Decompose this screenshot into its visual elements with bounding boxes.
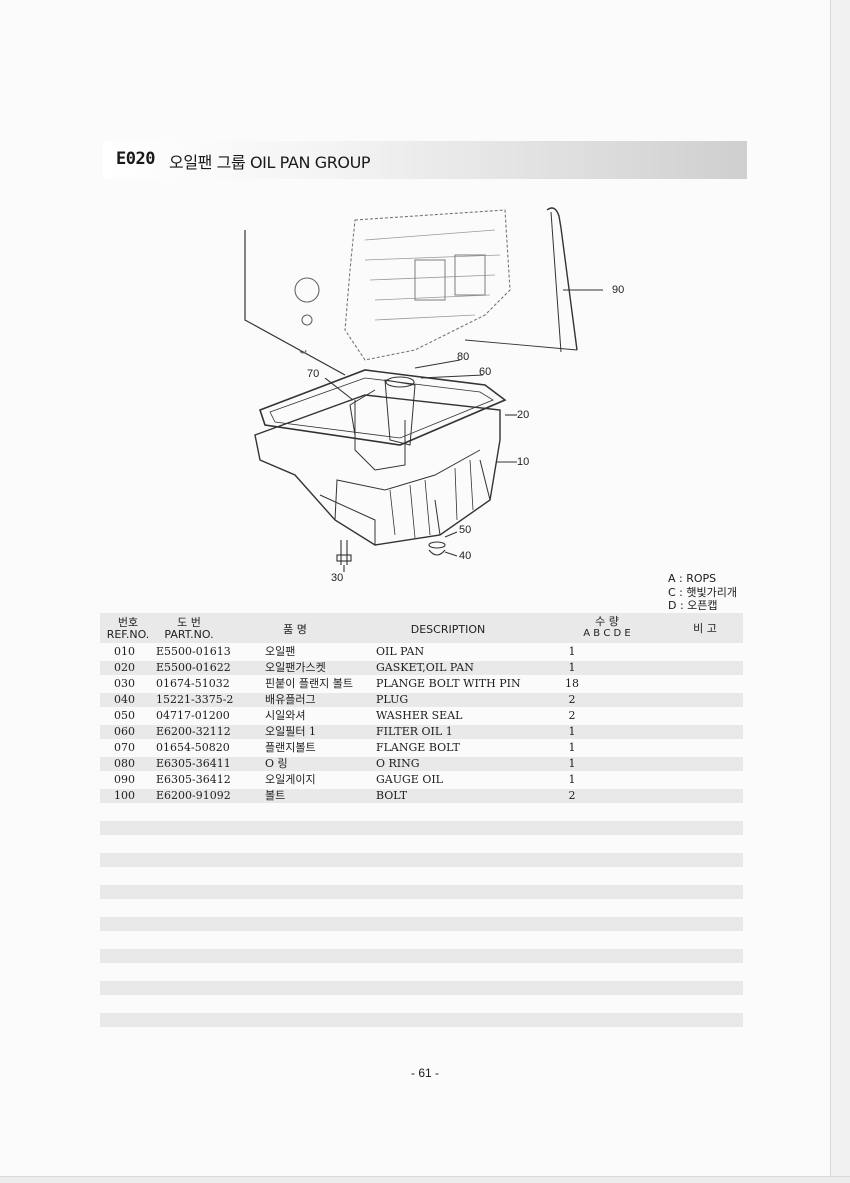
- name-kr: 배유플러그: [265, 693, 316, 706]
- description: BOLT: [376, 789, 408, 802]
- ref-no: 100: [114, 789, 135, 802]
- quantity: 1: [568, 645, 576, 658]
- callout-70: 70: [307, 368, 320, 380]
- header-ref-en: REF.NO.: [106, 628, 150, 641]
- ref-no: 050: [114, 709, 135, 722]
- part-no: 01654-50820: [156, 741, 230, 754]
- header-description: DESCRIPTION: [410, 623, 486, 636]
- header-qty-kr: 수 량: [595, 615, 619, 628]
- description: OIL PAN: [376, 645, 425, 658]
- description: PLANGE BOLT WITH PIN: [376, 677, 521, 690]
- legend-item-c: C : 햇빛가리개: [668, 585, 737, 599]
- quantity: 2: [568, 789, 576, 802]
- ref-no: 090: [114, 773, 135, 786]
- part-no: E6200-32112: [156, 725, 231, 738]
- header-ref-kr: 번호: [117, 616, 139, 629]
- name-kr: O 링: [265, 757, 288, 770]
- legend-item-d: D : 오픈캡: [668, 599, 718, 612]
- description: O RING: [376, 757, 420, 770]
- part-no: 04717-01200: [156, 709, 230, 722]
- part-no: 01674-51032: [156, 677, 230, 690]
- diagram-drawing: [244, 207, 603, 572]
- description: PLUG: [376, 693, 409, 706]
- callout-50: 50: [459, 524, 472, 536]
- empty-table-row: [100, 917, 743, 931]
- empty-table-row: [100, 1013, 743, 1027]
- parts-table-header: 번호 REF.NO. 도 번 PART.NO. 품 명 DESCRIPTION …: [100, 613, 743, 643]
- callout-10: 10: [517, 456, 530, 468]
- callout-20: 20: [517, 409, 530, 421]
- quantity: 1: [568, 773, 576, 786]
- callout-80: 80: [457, 351, 470, 363]
- description: FLANGE BOLT: [376, 741, 460, 754]
- quantity: 1: [568, 661, 576, 674]
- name-kr: 시일와셔: [265, 709, 306, 722]
- ref-no: 030: [114, 677, 135, 690]
- callout-30: 30: [331, 572, 344, 584]
- description: GASKET,OIL PAN: [376, 661, 474, 674]
- empty-table-row: [100, 821, 743, 835]
- part-no: 15221-3375-2: [156, 693, 234, 706]
- table-row: 050 04717-01200 시일와셔 WASHER SEAL 2: [100, 709, 743, 723]
- table-row: 030 01674-51032 핀붙이 플랜지 볼트 PLANGE BOLT W…: [100, 677, 743, 691]
- quantity: 18: [565, 677, 579, 690]
- ref-no: 070: [114, 741, 135, 754]
- name-kr: 플랜지볼트: [265, 741, 316, 754]
- table-row: 040 15221-3375-2 배유플러그 PLUG 2: [100, 693, 743, 707]
- ref-no: 060: [114, 725, 135, 738]
- name-kr: 오일팬가스켓: [265, 661, 326, 674]
- description: WASHER SEAL: [376, 709, 463, 722]
- legend-item-a: A : ROPS: [668, 572, 717, 585]
- quantity: 1: [568, 757, 576, 770]
- header-qty-cols: A B C D E: [583, 628, 631, 639]
- part-no: E5500-01622: [156, 661, 231, 674]
- quantity: 1: [568, 725, 576, 738]
- page-edge-bottom: [0, 1176, 850, 1183]
- name-kr: 볼트: [265, 789, 286, 802]
- empty-table-row: [100, 981, 743, 995]
- group-title: 오일팬 그룹 OIL PAN GROUP: [169, 153, 371, 172]
- group-code: E020: [116, 149, 155, 169]
- empty-table-row: [100, 949, 743, 963]
- callout-90: 90: [612, 284, 625, 296]
- ref-no: 040: [114, 693, 135, 706]
- name-kr: 오일팬: [265, 645, 296, 658]
- ref-no: 020: [114, 661, 135, 674]
- header-part-kr: 도 번: [177, 616, 201, 629]
- part-no: E6200-91092: [156, 789, 231, 802]
- table-row: 100 E6200-91092 볼트 BOLT 2: [100, 789, 743, 803]
- name-kr: 오일게이지: [265, 773, 316, 786]
- table-row: 010 E5500-01613 오일팬 OIL PAN 1: [100, 645, 743, 659]
- table-row: 020 E5500-01622 오일팬가스켓 GASKET,OIL PAN 1: [100, 661, 743, 675]
- description: FILTER OIL 1: [376, 725, 453, 738]
- part-no: E6305-36411: [156, 757, 231, 770]
- table-row: 070 01654-50820 플랜지볼트 FLANGE BOLT 1: [100, 741, 743, 755]
- page-number: - 61 -: [410, 1066, 439, 1080]
- part-no: E6305-36412: [156, 773, 231, 786]
- callout-60: 60: [479, 366, 492, 378]
- callout-40: 40: [459, 550, 472, 562]
- ref-no: 010: [114, 645, 135, 658]
- part-no: E5500-01613: [156, 645, 231, 658]
- header-part-en: PART.NO.: [164, 628, 214, 641]
- description: GAUGE OIL: [376, 773, 443, 786]
- empty-table-row: [100, 853, 743, 867]
- quantity: 2: [568, 693, 576, 706]
- name-kr: 오일필터 1: [265, 725, 316, 738]
- table-row: 090 E6305-36412 오일게이지 GAUGE OIL 1: [100, 773, 743, 787]
- option-legend: A : ROPS C : 햇빛가리개 D : 오픈캡: [668, 572, 758, 613]
- empty-table-row: [100, 885, 743, 899]
- ref-no: 080: [114, 757, 135, 770]
- oil-pan-exploded-diagram: 90 80 60 70 20 10 50 40 30: [225, 200, 645, 600]
- quantity: 1: [568, 741, 576, 754]
- header-remarks: 비 고: [693, 622, 717, 635]
- page-edge: [830, 0, 850, 1182]
- section-header: E020 오일팬 그룹 OIL PAN GROUP: [103, 141, 747, 179]
- table-row: 080 E6305-36411 O 링 O RING 1: [100, 757, 743, 771]
- quantity: 2: [568, 709, 576, 722]
- header-name-kr: 품 명: [283, 623, 307, 636]
- name-kr: 핀붙이 플랜지 볼트: [265, 677, 353, 690]
- table-row: 060 E6200-32112 오일필터 1 FILTER OIL 1 1: [100, 725, 743, 739]
